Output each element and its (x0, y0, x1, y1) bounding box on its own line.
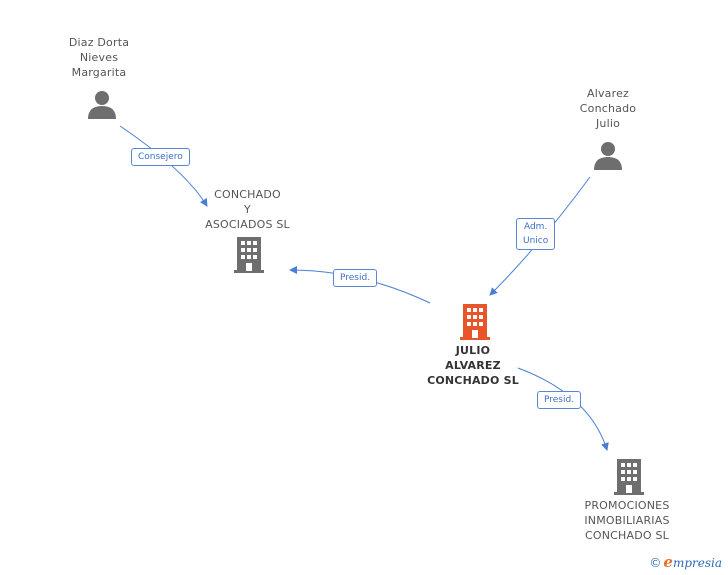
building-icon (614, 459, 644, 495)
label-line: CONCHADO SL (585, 529, 669, 542)
brand-initial: e (663, 553, 673, 571)
edge-label-text: Unico (523, 236, 549, 246)
node-diaz-dorta[interactable]: Diaz Dorta Nieves Margarita (49, 35, 149, 80)
node-label: JULIO ALVAREZ CONCHADO SL (417, 343, 529, 388)
edge-label-adm-unico[interactable]: Adm. Unico (516, 218, 556, 250)
node-alvarez-conchado[interactable]: Alvarez Conchado Julio (558, 86, 658, 131)
edge-label-text: Presid. (544, 395, 575, 405)
label-line: Julio (595, 117, 621, 130)
edge-label-presid-1[interactable]: Presid. (333, 269, 378, 287)
node-label: PROMOCIONES INMOBILIARIAS CONCHADO SL (576, 498, 678, 543)
building-icon (460, 304, 490, 340)
edge-label-text: Adm. (523, 222, 548, 232)
label-line: INMOBILIARIAS (584, 514, 670, 527)
node-label: Diaz Dorta Nieves Margarita (49, 35, 149, 80)
label-line: Margarita (71, 66, 127, 79)
label-line: JULIO (455, 344, 491, 357)
edge-label-presid-2[interactable]: Presid. (537, 391, 582, 409)
label-line: CONCHADO (214, 188, 281, 201)
empresia-watermark: ©empresia (649, 553, 722, 571)
edge-label-text: Consejero (138, 152, 183, 162)
edge-label-text: Presid. (340, 273, 371, 283)
person-icon (88, 91, 116, 119)
label-line: PROMOCIONES (584, 499, 670, 512)
edge-label-consejero[interactable]: Consejero (131, 148, 190, 166)
node-promociones-inmobiliarias[interactable]: PROMOCIONES INMOBILIARIAS CONCHADO SL (576, 498, 678, 543)
label-line: Alvarez (586, 87, 630, 100)
label-line: Conchado (579, 102, 637, 115)
node-conchado-asociados[interactable]: CONCHADO Y ASOCIADOS SL (190, 187, 305, 232)
label-line: Diaz Dorta (68, 36, 130, 49)
node-label: Alvarez Conchado Julio (558, 86, 658, 131)
edge-diaz-to-conchado (119, 125, 208, 207)
building-icon (234, 237, 264, 273)
label-line: Y (244, 203, 251, 216)
label-line: CONCHADO SL (427, 374, 519, 387)
edge-julio-to-promociones (517, 367, 609, 451)
person-icon (594, 142, 622, 170)
brand-name: mpresia (672, 556, 722, 570)
label-line: ALVAREZ (445, 359, 501, 372)
node-julio-alvarez-conchado[interactable]: JULIO ALVAREZ CONCHADO SL (417, 343, 529, 388)
label-line: Nieves (79, 51, 119, 64)
label-line: ASOCIADOS SL (205, 218, 290, 231)
copyright-symbol: © (649, 556, 662, 570)
node-label: CONCHADO Y ASOCIADOS SL (190, 187, 305, 232)
